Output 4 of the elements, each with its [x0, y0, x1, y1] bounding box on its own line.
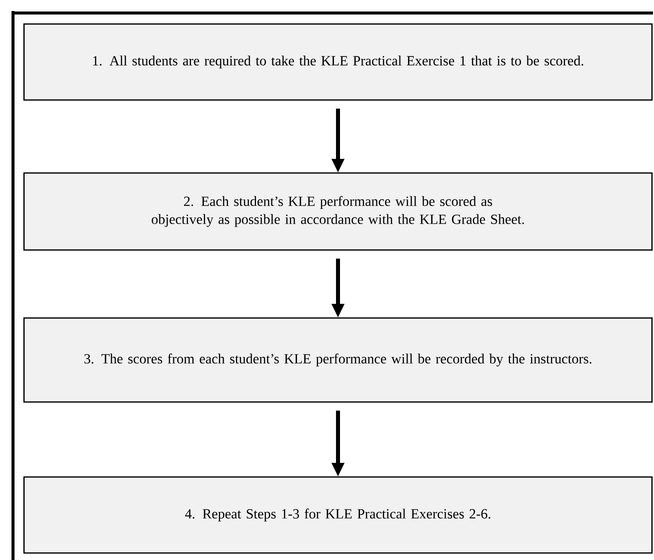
step-box: 4. Repeat Steps 1-3 for KLE Practical Exercises 2-6.: [23, 476, 653, 554]
step-box: 3. The scores from each student’s KLE performance will be recorded by the instructors.: [23, 317, 653, 403]
step-box: 1. All students are required to take the KLE Practical Exercise 1 that is to be scored.: [23, 23, 653, 101]
step-box: 2. Each student’s KLE performance will be scored as objectively as possible in accordance with the KLE Grade Sheet.: [23, 172, 653, 251]
